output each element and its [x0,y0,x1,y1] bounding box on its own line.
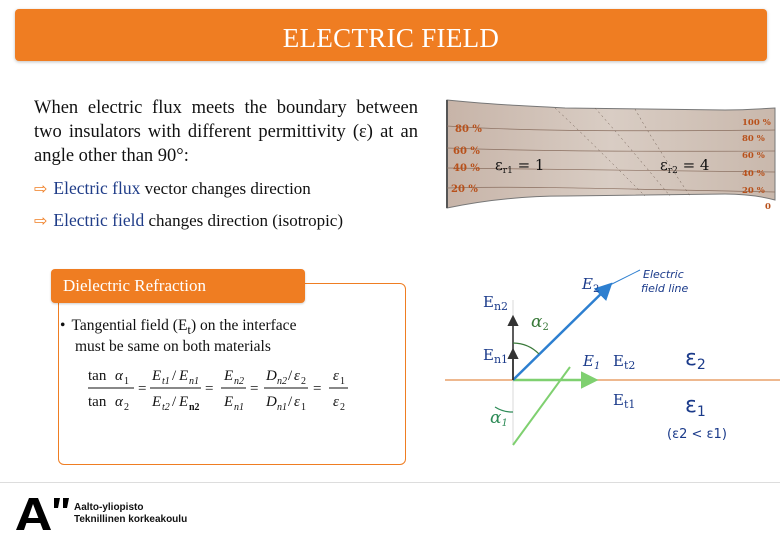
box-line1-end: ) on the interface [191,317,296,334]
aalto-logo-mark [14,494,74,534]
svg-text:2: 2 [124,402,129,413]
school-name: Teknillinen korkeakoulu [74,514,187,525]
eps-r2-label: εr2 = 4 [660,156,709,176]
et2-label: Et2 [613,352,635,372]
alpha2-arc [513,343,539,354]
svg-text:/: / [288,394,293,410]
box-line1: Tangential field (E [71,317,187,334]
svg-text:ε: ε [294,394,300,410]
svg-text:2: 2 [340,402,345,413]
et1-label: Et1 [613,391,635,411]
svg-text:D: D [265,394,277,410]
left-label-80: 80 % [455,124,482,135]
footer-divider [0,482,780,483]
left-label-40: 40 % [453,163,480,174]
svg-text:/: / [288,368,293,384]
e1-label: E1 [582,352,600,372]
svg-text:E: E [223,368,233,384]
intro-paragraph: When electric flux meets the boundary be… [34,96,418,168]
svg-text:n1: n1 [234,402,244,413]
en1-label: En1 [483,346,508,366]
svg-text:ε: ε [333,394,339,410]
box-line2: must be same on both materials [60,338,390,355]
field-line-pointer [610,270,640,285]
refraction-box-header: Dielectric Refraction [51,269,305,303]
bullet-text: vector changes direction [140,179,310,198]
svg-text:E: E [223,394,233,410]
svg-text:E: E [178,394,188,410]
svg-text:ε: ε [294,368,300,384]
svg-text:1: 1 [301,402,306,413]
svg-text:n2: n2 [234,376,244,387]
bullet-dot-icon: • [60,317,65,334]
svg-text:=: = [205,381,213,397]
arrow-right-icon: ⇨ [34,179,47,198]
page-title: ELECTRIC FIELD [15,9,767,67]
svg-text:tan: tan [88,394,107,410]
field-line-lower [513,367,570,445]
right-label-80: 80 % [742,134,765,144]
bullet-flux: ⇨ Electric flux vector changes direction [34,178,311,199]
eps-r1-label: εr1 = 1 [495,156,544,176]
field-map-body [447,100,775,208]
left-label-20: 20 % [451,184,478,195]
eps-relation: (ε2 < ε1) [667,427,727,442]
refraction-vector-figure: Electric field line E2 E1 En2 En1 Et2 Et… [445,255,780,455]
university-name: Aalto-yliopisto [74,502,143,513]
eps2-label: ε2 [685,346,706,373]
svg-text:n2: n2 [189,402,200,413]
svg-text:1: 1 [340,376,345,387]
svg-text:α: α [115,368,124,384]
right-label-100: 100 % [742,118,771,128]
svg-text:/: / [172,368,177,384]
svg-text:E: E [151,368,161,384]
title-banner: ELECTRIC FIELD [15,9,767,61]
svg-text:E: E [178,368,188,384]
svg-text:α: α [115,394,124,410]
bullet-text: changes direction (isotropic) [144,211,343,230]
right-label-0: 0 [765,202,771,212]
alpha2-label: α2 [531,312,549,333]
right-label-60: 60 % [742,151,765,161]
bullet-highlight: Electric flux [53,178,140,198]
svg-text:ε: ε [333,368,339,384]
svg-text:1: 1 [124,376,129,387]
svg-text:=: = [250,381,258,397]
field-map-figure: 80 % 60 % 40 % 20 % 100 % 80 % 60 % 40 %… [445,96,780,214]
svg-text:E: E [151,394,161,410]
field-line-label-2: field line [641,282,688,295]
svg-text:=: = [138,381,146,397]
svg-text:t1: t1 [162,376,170,387]
svg-text:2: 2 [301,376,306,387]
svg-text:=: = [313,381,321,397]
bullet-highlight: Electric field [53,210,144,230]
svg-text:/: / [172,394,177,410]
eps1-label: ε1 [685,393,706,420]
arrow-right-icon: ⇨ [34,211,47,230]
right-label-20: 20 % [742,186,765,196]
svg-text:tan: tan [88,368,107,384]
e2-label: E2 [581,275,599,295]
refraction-box-text: •Tangential field (Et) on the interface … [60,317,390,355]
field-line-label-1: Electric [643,268,684,281]
svg-text:D: D [265,368,277,384]
refraction-box-title: Dielectric Refraction [63,276,206,295]
svg-text:t2: t2 [162,402,170,413]
bullet-field: ⇨ Electric field changes direction (isotr… [34,210,343,231]
svg-text:n1: n1 [189,376,199,387]
left-label-60: 60 % [453,146,480,157]
right-label-40: 40 % [742,169,765,179]
svg-text:n2: n2 [277,376,287,387]
svg-text:n1: n1 [277,402,287,413]
en2-label: En2 [483,293,508,313]
